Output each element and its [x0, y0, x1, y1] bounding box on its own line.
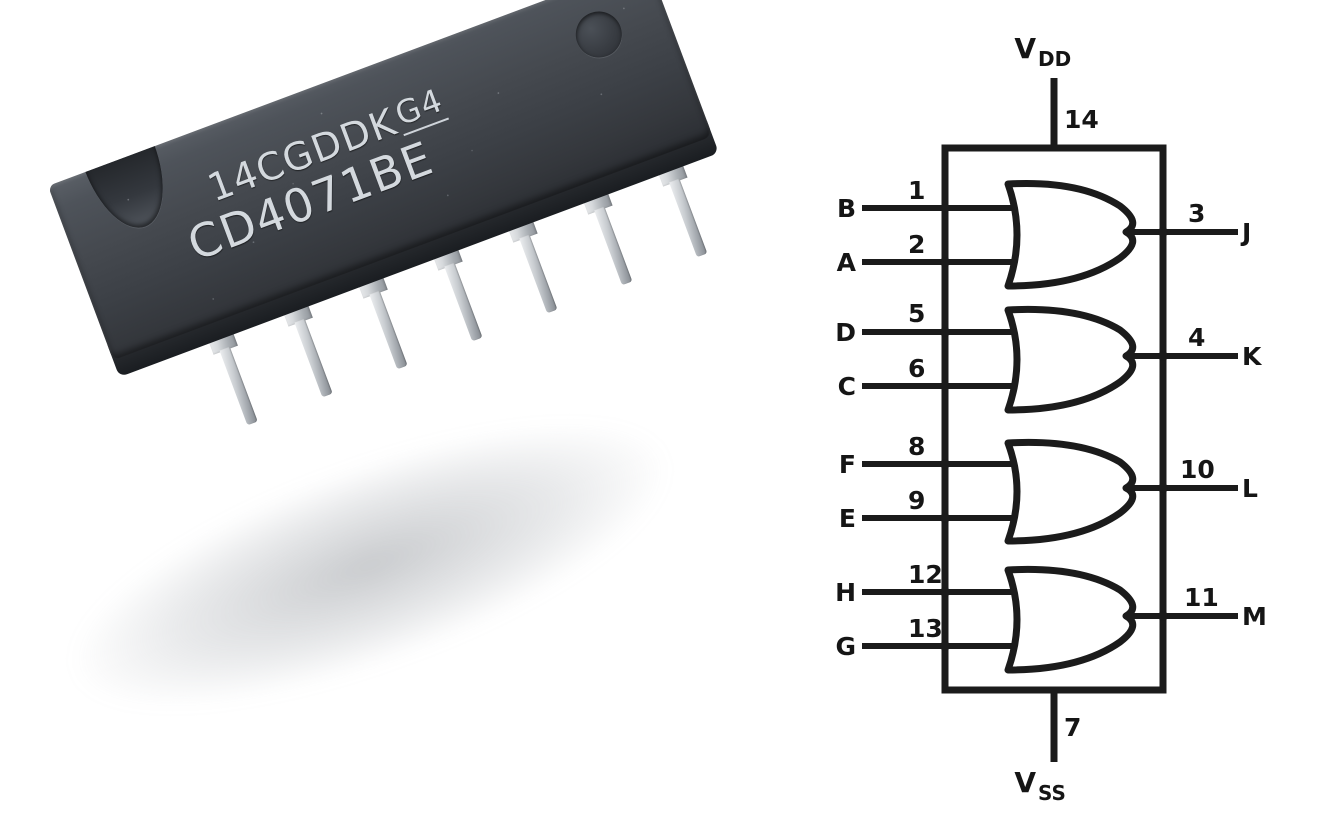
gate-3-signal-l: L: [1242, 474, 1258, 503]
gate-4-pin-12: 12: [908, 560, 943, 589]
vss-subscript: SS: [1038, 781, 1066, 805]
gate-3-signal-f: F: [839, 450, 856, 479]
ic-photograph: 14CGDDKG4 CD4071BE: [0, 0, 790, 825]
edge-junction: [940, 459, 950, 469]
gate-3-signal-e: E: [839, 504, 856, 533]
vdd-label: V: [1014, 32, 1036, 65]
logic-pinout-diagram: V DD 14 V SS 7 B 1 A 2 3 J: [790, 0, 1320, 825]
vss-pin-number: 7: [1064, 713, 1081, 742]
gate-4-output-junction: [1158, 611, 1168, 621]
gate-2-signal-k: K: [1242, 342, 1263, 371]
edge-junction: [940, 587, 950, 597]
pin-lead: [669, 178, 708, 258]
gate-3-pin-9: 9: [908, 486, 925, 515]
gate-1-signal-b: B: [837, 194, 856, 223]
edge-junction: [940, 513, 950, 523]
edge-junction: [940, 641, 950, 651]
gate-2-group: D 5 C 6 4 K: [835, 299, 1263, 414]
edge-junction: [940, 257, 950, 267]
gate-4-group: H 12 G 13 11 M: [835, 560, 1267, 674]
vdd-subscript: DD: [1038, 47, 1071, 71]
edge-junction: [940, 327, 950, 337]
gate-3-pin-10: 10: [1180, 455, 1215, 484]
gate-3-group: F 8 E 9 10 L: [839, 432, 1258, 545]
pin-lead: [519, 234, 558, 314]
pin-lead: [369, 290, 408, 370]
pin-lead: [594, 206, 633, 286]
vss-label: V: [1014, 766, 1036, 799]
gate-3-output-junction: [1158, 483, 1168, 493]
gate-2-pin-4: 4: [1188, 323, 1205, 352]
pin-lead: [444, 262, 483, 342]
gate-1-or-symbol: [1004, 180, 1137, 290]
gate-3-pin-8: 8: [908, 432, 925, 461]
gate-4-signal-h: H: [835, 578, 856, 607]
gate-2-output-junction: [1158, 351, 1168, 361]
gate-4-pin-11: 11: [1184, 583, 1219, 612]
gate-1-group: B 1 A 2 3 J: [837, 176, 1251, 290]
gate-1-pin-1: 1: [908, 176, 925, 205]
gate-4-pin-13: 13: [908, 614, 943, 643]
gate-1-signal-a: A: [837, 248, 857, 277]
pin-lead: [219, 346, 258, 426]
gate-2-or-symbol: [1004, 305, 1137, 414]
gate-4-signal-g: G: [835, 632, 856, 661]
gate-1-pin-2: 2: [908, 230, 925, 259]
pin-lead: [294, 318, 333, 398]
vdd-pin-number: 14: [1064, 105, 1099, 134]
diagram-canvas: V DD 14 V SS 7 B 1 A 2 3 J: [835, 32, 1267, 805]
gate-1-signal-j: J: [1240, 218, 1251, 247]
gate-4-or-symbol: [1004, 565, 1137, 674]
gate-1-pin-3: 3: [1188, 199, 1205, 228]
gate-2-signal-d: D: [835, 318, 856, 347]
gate-1-output-junction: [1158, 227, 1168, 237]
gate-2-pin-5: 5: [908, 299, 925, 328]
gate-4-signal-m: M: [1242, 602, 1267, 631]
dip14-package: 14CGDDKG4 CD4071BE: [48, 0, 763, 495]
gate-2-signal-c: C: [838, 372, 856, 401]
gate-2-pin-6: 6: [908, 354, 925, 383]
gate-3-or-symbol: [1004, 438, 1137, 545]
pin1-notch-icon: [84, 144, 180, 240]
